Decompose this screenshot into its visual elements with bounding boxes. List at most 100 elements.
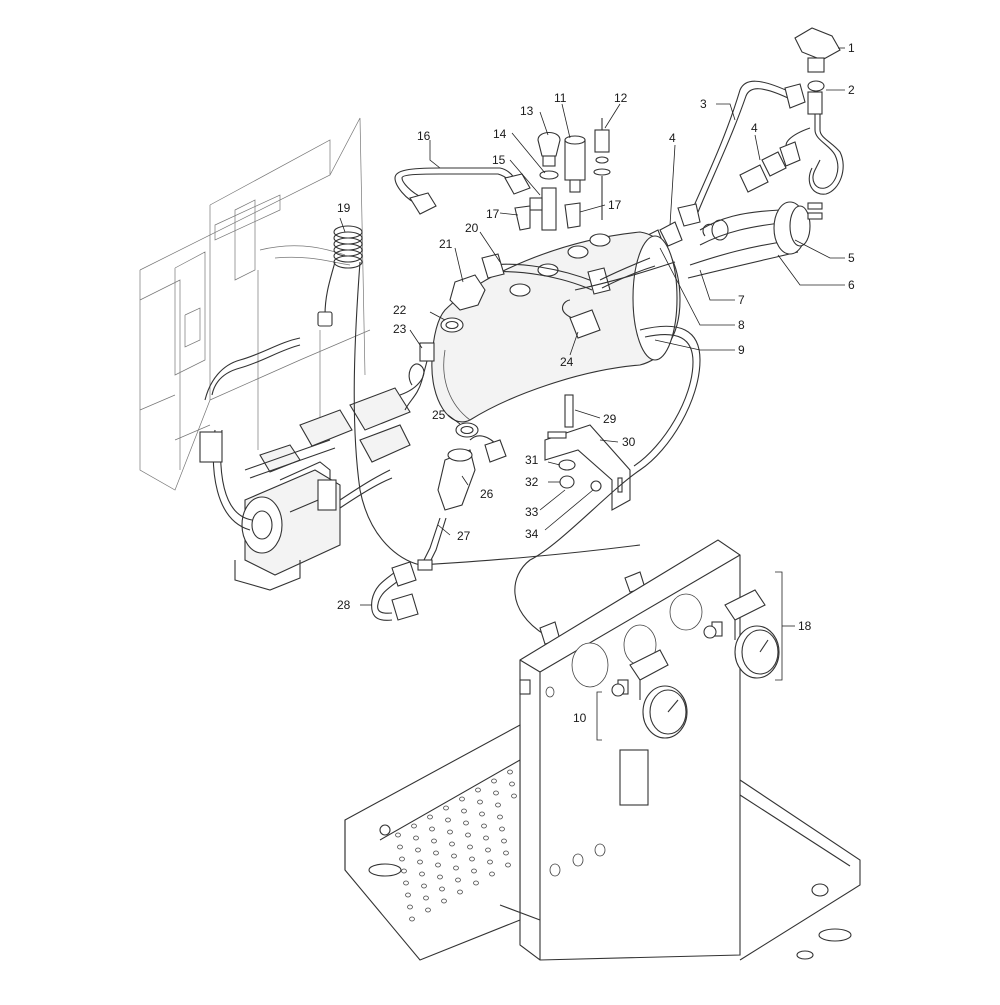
tray-hole bbox=[423, 895, 429, 901]
callout-11: 11 bbox=[554, 91, 567, 105]
callout-34: 34 bbox=[525, 527, 539, 541]
lower-frame bbox=[344, 539, 861, 961]
callout-14: 14 bbox=[493, 127, 507, 141]
callout-9: 9 bbox=[738, 343, 745, 357]
tray-hole bbox=[421, 883, 427, 889]
tray-hole bbox=[483, 835, 489, 841]
tray-hole bbox=[425, 907, 431, 913]
callout-33: 33 bbox=[525, 505, 539, 519]
callout-3: 3 bbox=[700, 97, 707, 111]
tray-hole bbox=[441, 898, 447, 904]
tray-hole bbox=[447, 829, 453, 835]
callout-12: 12 bbox=[614, 91, 628, 105]
callout-18: 18 bbox=[798, 619, 812, 633]
callout-4a: 4 bbox=[669, 131, 676, 145]
tray-hole bbox=[471, 868, 477, 874]
tray-hole bbox=[509, 781, 515, 787]
callout-23: 23 bbox=[393, 322, 407, 336]
tray-hole bbox=[485, 847, 491, 853]
tray-hole bbox=[467, 844, 473, 850]
callout-4b: 4 bbox=[751, 121, 758, 135]
tray-hole bbox=[457, 889, 463, 895]
callout-17b: 17 bbox=[608, 198, 622, 212]
callout-labels: 1 2 3 4 4 5 6 7 8 9 10 11 12 13 14 15 16… bbox=[337, 41, 855, 725]
callout-16: 16 bbox=[417, 129, 431, 143]
tray-hole bbox=[449, 841, 455, 847]
tray-hole bbox=[501, 838, 507, 844]
tray-hole bbox=[453, 865, 459, 871]
callout-10: 10 bbox=[573, 711, 587, 725]
leader-lines bbox=[339, 47, 845, 741]
tray-hole bbox=[431, 838, 437, 844]
tray-hole bbox=[491, 778, 497, 784]
callout-24: 24 bbox=[560, 355, 574, 369]
tray-hole bbox=[459, 796, 465, 802]
callout-7: 7 bbox=[738, 293, 745, 307]
tray-hole bbox=[409, 916, 415, 922]
callout-15: 15 bbox=[492, 153, 506, 167]
tray-hole bbox=[443, 805, 449, 811]
tray-hole bbox=[477, 799, 483, 805]
tray-hole bbox=[463, 820, 469, 826]
callout-19: 19 bbox=[337, 201, 351, 215]
tray-hole bbox=[451, 853, 457, 859]
callout-25: 25 bbox=[432, 408, 446, 422]
pressure-gauge-18 bbox=[703, 589, 780, 679]
tray-hole bbox=[493, 790, 499, 796]
callout-30: 30 bbox=[622, 435, 636, 449]
tray-hole bbox=[439, 886, 445, 892]
capillary-coil-19 bbox=[317, 225, 641, 566]
tray-hole bbox=[407, 904, 413, 910]
tray-hole bbox=[455, 877, 461, 883]
part-1-switch bbox=[794, 27, 841, 92]
tray-hole bbox=[481, 823, 487, 829]
callout-1: 1 bbox=[848, 41, 855, 55]
tray-hole bbox=[445, 817, 451, 823]
tray-hole bbox=[411, 823, 417, 829]
tray-hole bbox=[507, 769, 513, 775]
tray-hole bbox=[495, 802, 501, 808]
tray-hole bbox=[487, 859, 493, 865]
callout-22: 22 bbox=[393, 303, 407, 317]
drip-tray-perforation bbox=[395, 769, 517, 922]
callout-27: 27 bbox=[457, 529, 471, 543]
tray-hole bbox=[503, 850, 509, 856]
pump-assembly bbox=[199, 337, 425, 591]
callout-13: 13 bbox=[520, 104, 534, 118]
callout-17a: 17 bbox=[486, 207, 500, 221]
callout-6: 6 bbox=[848, 278, 855, 292]
tray-hole bbox=[489, 871, 495, 877]
tray-hole bbox=[427, 814, 433, 820]
tray-hole bbox=[469, 856, 475, 862]
tray-hole bbox=[397, 844, 403, 850]
pipe-3 bbox=[677, 80, 806, 227]
callout-8: 8 bbox=[738, 318, 745, 332]
tray-hole bbox=[417, 859, 423, 865]
tray-hole bbox=[465, 832, 471, 838]
tray-hole bbox=[473, 880, 479, 886]
tray-hole bbox=[433, 850, 439, 856]
tray-hole bbox=[511, 793, 517, 799]
tray-hole bbox=[505, 862, 511, 868]
left-small-parts bbox=[371, 317, 507, 621]
callout-2: 2 bbox=[848, 83, 855, 97]
tray-hole bbox=[399, 856, 405, 862]
tray-hole bbox=[475, 787, 481, 793]
tray-hole bbox=[435, 862, 441, 868]
tray-hole bbox=[395, 832, 401, 838]
pressure-gauge-10 bbox=[611, 649, 688, 739]
tray-hole bbox=[437, 874, 443, 880]
mounting-bracket-29-34 bbox=[544, 394, 631, 511]
callout-26: 26 bbox=[480, 487, 494, 501]
heating-element-5-6 bbox=[687, 201, 823, 279]
tray-hole bbox=[405, 892, 411, 898]
tray-hole bbox=[401, 868, 407, 874]
tray-hole bbox=[429, 826, 435, 832]
tray-hole bbox=[479, 811, 485, 817]
tray-hole bbox=[461, 808, 467, 814]
tray-hole bbox=[497, 814, 503, 820]
callout-20: 20 bbox=[465, 221, 479, 235]
callout-5: 5 bbox=[848, 251, 855, 265]
